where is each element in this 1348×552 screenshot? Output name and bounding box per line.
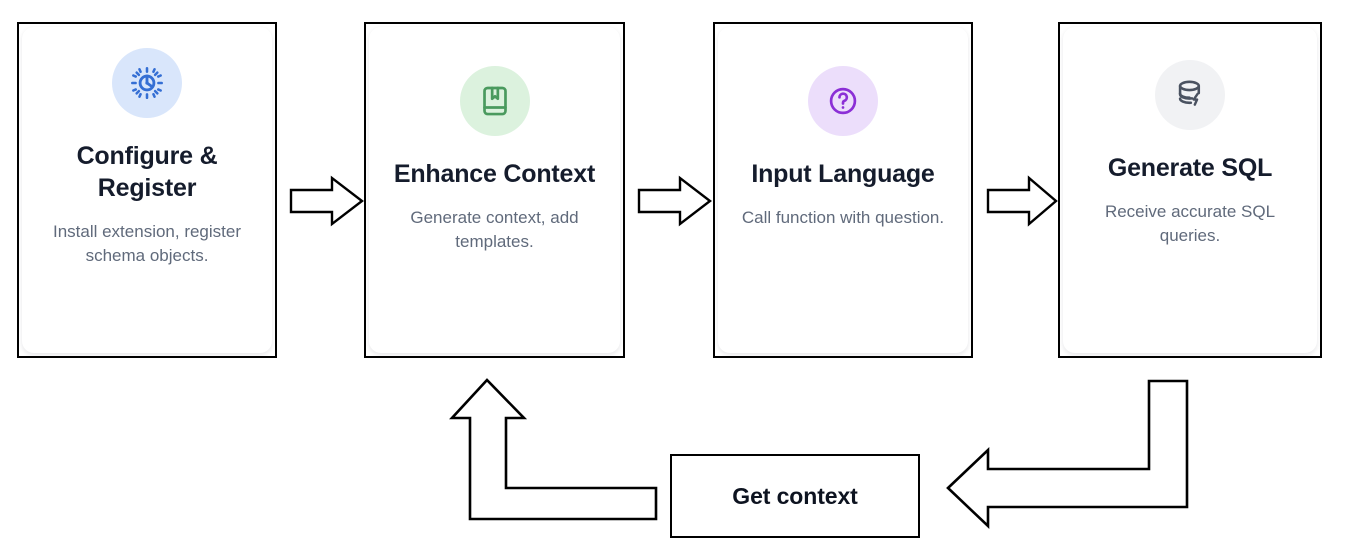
get-context-label: Get context bbox=[732, 482, 858, 509]
arrow-right-icon-step2-step3 bbox=[637, 175, 712, 227]
book-bookmark-icon-container bbox=[459, 66, 530, 136]
get-context-box[interactable]: Get context bbox=[670, 454, 920, 538]
arrow-left-elbow-icon-outbound bbox=[946, 379, 1189, 530]
gear-icon-container bbox=[112, 48, 182, 118]
step-card-description: Generate context, add templates. bbox=[410, 208, 579, 252]
arrow-right-icon-step1-step2 bbox=[289, 175, 364, 227]
step-card-description: Install extension, register schema objec… bbox=[52, 222, 242, 266]
step-card-generate-sql[interactable]: Generate SQL Receive accurate SQL querie… bbox=[1058, 22, 1322, 358]
book-bookmark-icon bbox=[482, 86, 507, 116]
step-card-title: Enhance Context bbox=[393, 160, 596, 188]
step-card-description: Receive accurate SQL queries. bbox=[1104, 202, 1276, 246]
step-card-title: Configure & Register bbox=[76, 142, 218, 202]
arrow-right-icon-step3-step4 bbox=[986, 175, 1058, 227]
gear-icon bbox=[131, 67, 163, 99]
step-card-input-language[interactable]: Input Language Call function with questi… bbox=[713, 22, 973, 358]
question-circle-icon-container bbox=[808, 66, 878, 136]
step-card-enhance-context[interactable]: Enhance Context Generate context, add te… bbox=[364, 22, 625, 358]
question-circle-icon bbox=[829, 87, 857, 115]
step-card-configure-register[interactable]: Configure & Register Install extension, … bbox=[17, 22, 277, 358]
step-card-title: Input Language bbox=[751, 160, 935, 188]
database-bolt-icon bbox=[1178, 80, 1201, 106]
database-bolt-icon-container bbox=[1155, 60, 1225, 130]
arrow-up-elbow-icon-return bbox=[449, 378, 658, 521]
step-card-description: Call function with question. bbox=[741, 208, 945, 227]
step-card-title: Generate SQL bbox=[1107, 154, 1273, 182]
